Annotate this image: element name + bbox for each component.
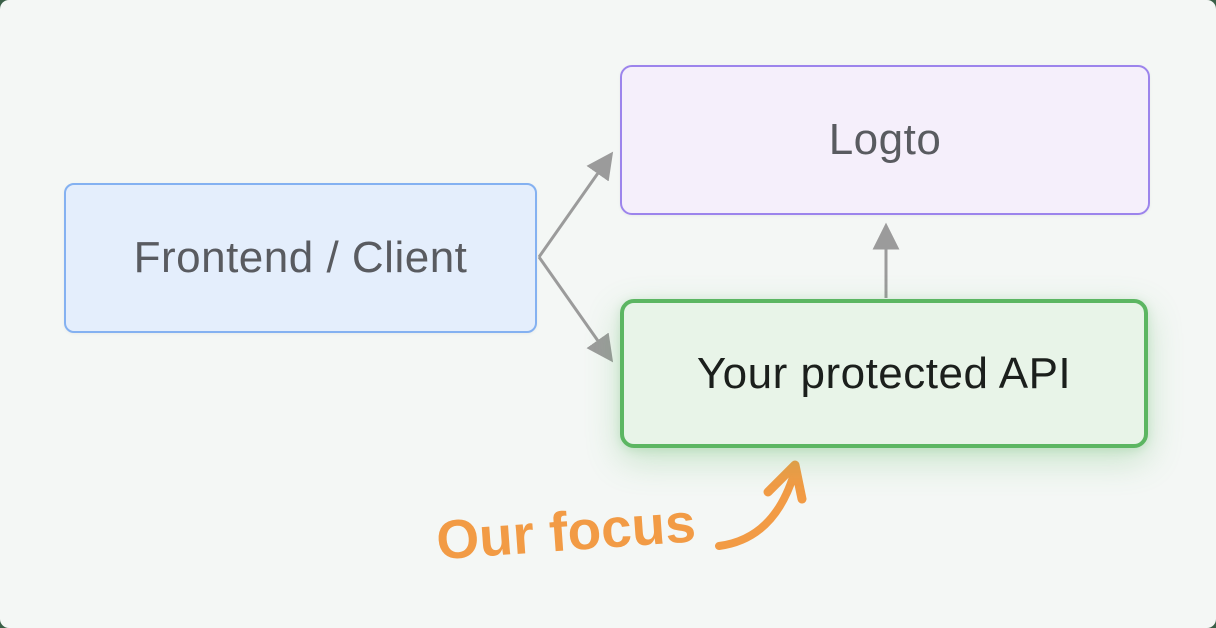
logto-node: Logto (620, 65, 1150, 215)
edge-frontend-to-logto (537, 151, 614, 258)
logto-label: Logto (828, 115, 942, 164)
frontend-client-label: Frontend / Client (133, 233, 468, 282)
our-focus-annotation: Our focus (434, 491, 698, 572)
protected-api-node: Your protected API (620, 299, 1148, 448)
protected-api-label: Your protected API (696, 348, 1072, 398)
edge-frontend-to-api (537, 256, 614, 363)
frontend-client-node: Frontend / Client (64, 183, 537, 333)
